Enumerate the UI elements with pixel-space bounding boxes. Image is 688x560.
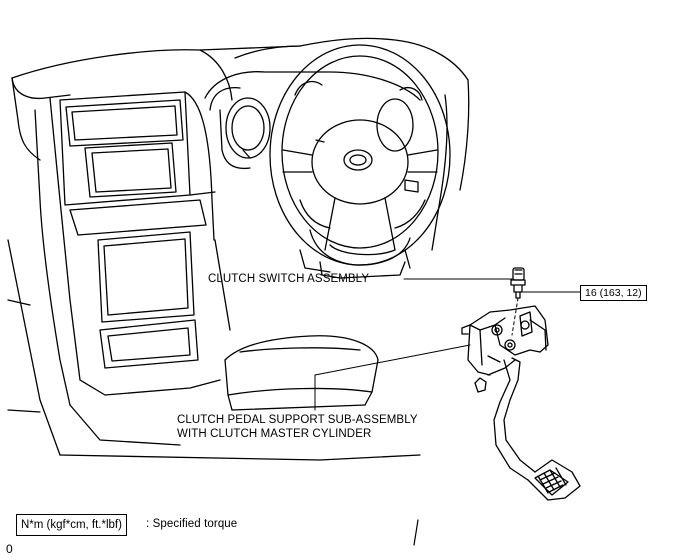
tick-mark xyxy=(413,519,419,546)
steering-column xyxy=(299,249,411,279)
pedal-support-label-line1: CLUTCH PEDAL SUPPORT SUB-ASSEMBLY xyxy=(177,414,418,426)
dashboard-outline xyxy=(11,37,470,251)
floor-console xyxy=(7,239,421,461)
torque-value-box: 16 (163, 12) xyxy=(580,285,647,301)
pedal-support-label-line2: WITH CLUTCH MASTER CYLINDER xyxy=(177,428,372,440)
torque-legend-description: : Specified torque xyxy=(146,518,238,530)
clutch-pedal xyxy=(493,357,581,501)
clutch-switch-assembly xyxy=(510,267,526,336)
steering-wheel xyxy=(269,44,451,266)
leader-lines xyxy=(314,278,581,411)
center-stack xyxy=(34,91,216,406)
torque-unit-legend: N*m (kgf*cm, ft.*lbf) xyxy=(16,514,127,536)
armrest xyxy=(224,335,379,411)
clutch-switch-label: CLUTCH SWITCH ASSEMBLY xyxy=(208,273,370,285)
clutch-pedal-support xyxy=(461,305,549,393)
instrument-cluster xyxy=(204,71,421,170)
corner-mark: 0 xyxy=(6,542,13,556)
